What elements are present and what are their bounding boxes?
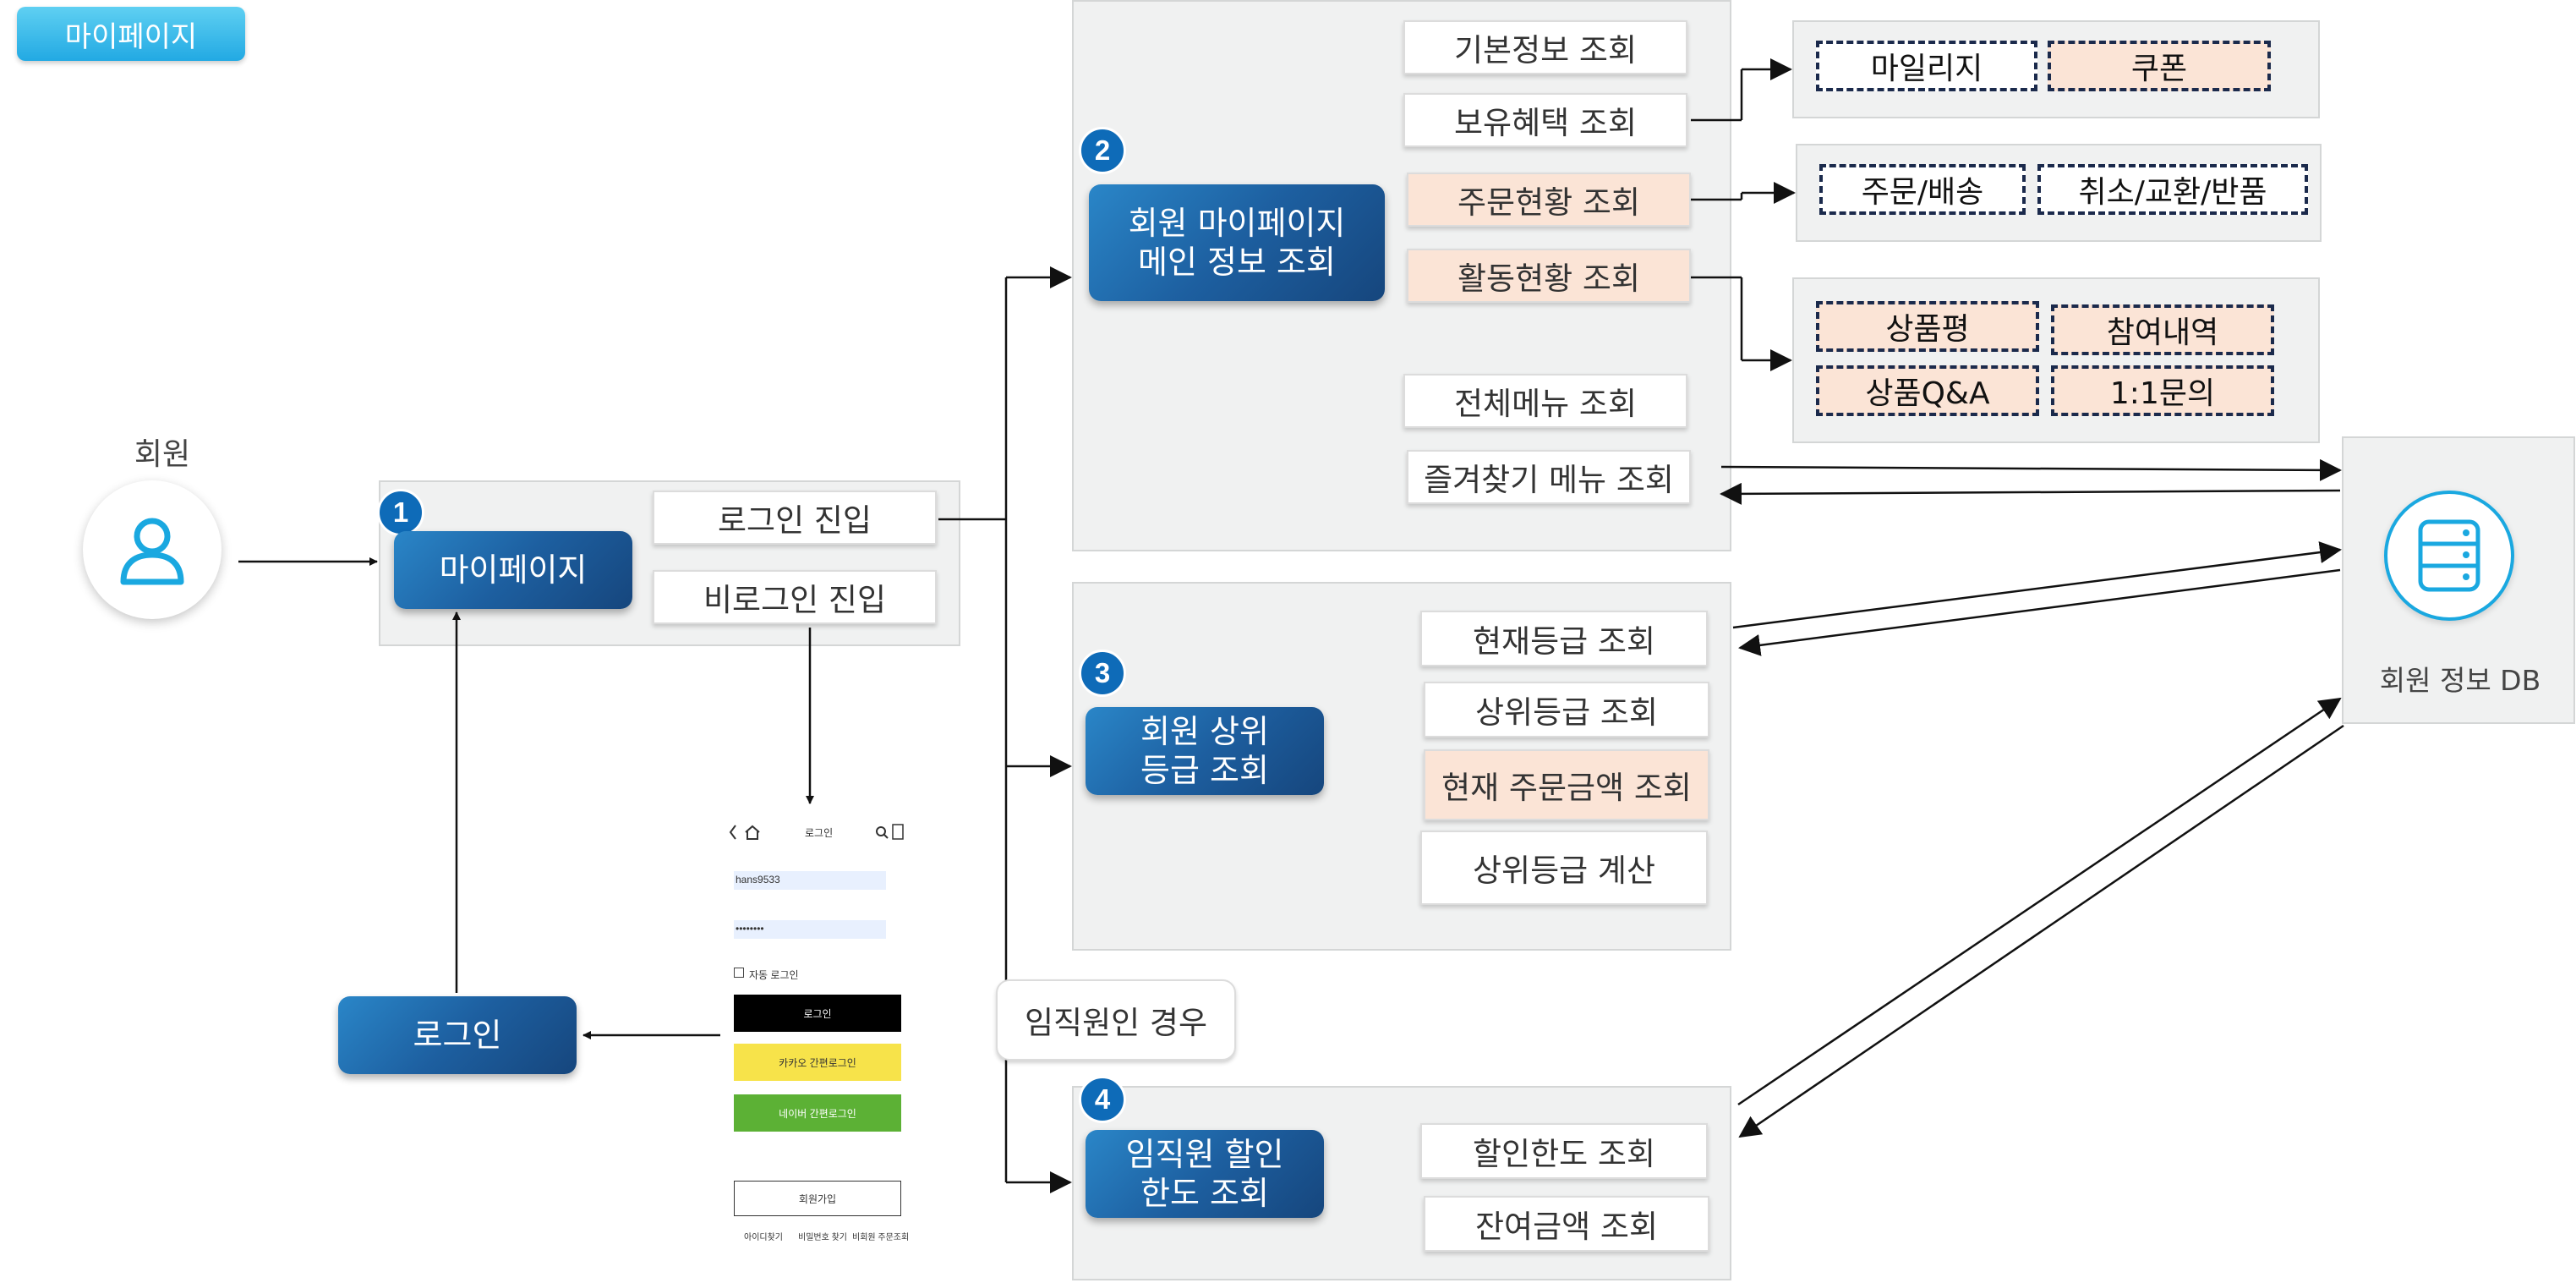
remaining-amount-node[interactable]: 잔여금액 조회 xyxy=(1424,1196,1709,1252)
page-title: 마이페이지 xyxy=(64,19,198,54)
phone-pw-input[interactable]: •••••••• xyxy=(734,920,886,939)
phone-id-value: hans9533 xyxy=(736,874,780,885)
page-title-tag: 마이페이지 xyxy=(17,7,245,61)
participation-history-box[interactable]: 참여내역 xyxy=(2051,304,2274,355)
one-on-one-inquiry-box[interactable]: 1:1문의 xyxy=(2051,365,2274,416)
member-avatar xyxy=(83,480,222,619)
database-node[interactable] xyxy=(2384,491,2514,621)
member-label: 회원 xyxy=(134,437,191,472)
phone-find-id-link[interactable]: 아이디찾기 xyxy=(744,1233,783,1242)
coupon-box[interactable]: 쿠폰 xyxy=(2048,41,2271,91)
database-label: 회원 정보 DB xyxy=(2379,664,2541,697)
basic-info-node[interactable]: 기본정보 조회 xyxy=(1403,20,1687,74)
phone-auto-login-label: 자동 로그인 xyxy=(749,969,799,981)
mileage-box[interactable]: 마일리지 xyxy=(1816,41,2037,91)
benefits-node[interactable]: 보유혜택 조회 xyxy=(1403,93,1687,147)
all-menu-node[interactable]: 전체메뉴 조회 xyxy=(1403,374,1687,428)
phone-header-title: 로그인 xyxy=(805,827,834,839)
phone-kakao-button[interactable]: 카카오 간편로그인 xyxy=(734,1044,901,1081)
phone-guest-order-link[interactable]: 비회원 주문조회 xyxy=(852,1233,910,1242)
user-icon xyxy=(120,518,184,585)
section3-badge: 3 xyxy=(1079,650,1126,697)
phone-id-input[interactable]: hans9533 xyxy=(734,871,886,890)
phone-login-button-label: 로그인 xyxy=(803,1007,832,1020)
phone-pw-value: •••••••• xyxy=(736,923,764,935)
cancel-exchange-return-box[interactable]: 취소/교환/반품 xyxy=(2037,164,2308,215)
phone-auto-login-checkbox[interactable] xyxy=(734,968,744,978)
database-icon xyxy=(2418,519,2480,592)
order-status-node[interactable]: 주문현황 조회 xyxy=(1407,173,1691,227)
phone-find-pw-link[interactable]: 비밀번호 찾기 xyxy=(798,1233,847,1242)
non-login-entry-node[interactable]: 비로그인 진입 xyxy=(653,570,937,624)
upper-grade-node[interactable]: 상위등급 조회 xyxy=(1424,682,1709,737)
phone-signup-button-label: 회원가입 xyxy=(798,1193,837,1205)
product-qna-box[interactable]: 상품Q&A xyxy=(1816,365,2039,416)
mypage-node[interactable]: 마이페이지 xyxy=(394,531,632,609)
phone-naver-button-label: 네이버 간편로그인 xyxy=(779,1107,856,1120)
section4-badge: 4 xyxy=(1079,1076,1126,1123)
phone-header-icons xyxy=(729,824,904,840)
section1-badge: 1 xyxy=(377,489,424,536)
phone-kakao-button-label: 카카오 간편로그인 xyxy=(779,1056,856,1069)
member-upper-grade-node[interactable]: 회원 상위 등급 조회 xyxy=(1086,707,1324,795)
discount-limit-node[interactable]: 할인한도 조회 xyxy=(1420,1123,1708,1179)
current-grade-node[interactable]: 현재등급 조회 xyxy=(1420,611,1708,666)
phone-naver-button[interactable]: 네이버 간편로그인 xyxy=(734,1094,901,1132)
favorites-menu-node[interactable]: 즐겨찾기 메뉴 조회 xyxy=(1407,450,1691,504)
current-order-amount-node[interactable]: 현재 주문금액 조회 xyxy=(1424,749,1709,820)
login-node[interactable]: 로그인 xyxy=(338,996,577,1074)
employee-discount-limit-node[interactable]: 임직원 할인 한도 조회 xyxy=(1086,1130,1324,1218)
phone-signup-button[interactable]: 회원가입 xyxy=(734,1181,901,1216)
upper-grade-calc-node[interactable]: 상위등급 계산 xyxy=(1420,831,1708,905)
employee-condition-label: 임직원인 경우 xyxy=(996,979,1236,1061)
product-review-box[interactable]: 상품평 xyxy=(1816,301,2039,352)
section2-badge: 2 xyxy=(1079,127,1126,174)
member-mypage-main-node[interactable]: 회원 마이페이지 메인 정보 조회 xyxy=(1089,184,1385,301)
order-delivery-box[interactable]: 주문/배송 xyxy=(1819,164,2026,215)
login-entry-node[interactable]: 로그인 진입 xyxy=(653,491,937,545)
phone-login-button[interactable]: 로그인 xyxy=(734,995,901,1032)
activity-status-node[interactable]: 활동현황 조회 xyxy=(1407,249,1691,303)
login-phone-mockup: 로그인 hans9533 •••••••• 자동 로그인 로그인 카카오 간편로… xyxy=(720,812,911,1248)
